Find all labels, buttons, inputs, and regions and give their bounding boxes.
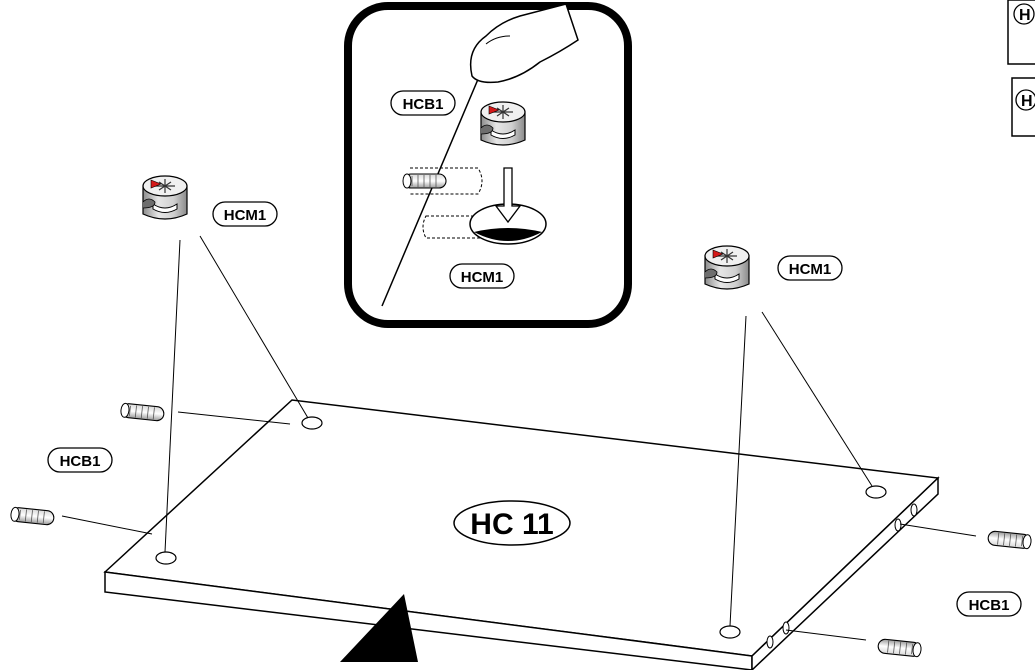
svg-text:HCB1: HCB1: [403, 96, 444, 113]
svg-text:HCM1: HCM1: [224, 207, 267, 224]
detail-inset: HCB1 HCM1: [344, 2, 632, 328]
label-hcb1-right: HCB1: [956, 591, 1022, 617]
svg-text:HC 11: HC 11: [470, 508, 553, 541]
dowel-icon: [986, 530, 1033, 550]
svg-text:HCB1: HCB1: [969, 597, 1010, 614]
dowel-icon: [876, 638, 923, 658]
label-hcm1-left: HCM1: [212, 201, 278, 227]
svg-text:HCM1: HCM1: [461, 269, 504, 286]
corner-box-bottom: H: [1011, 77, 1035, 137]
corner-box-top: H: [1007, 0, 1035, 65]
dowel-icon: [9, 506, 56, 526]
leader-lines: [61, 235, 977, 641]
svg-text:H: H: [1021, 93, 1033, 110]
cam-lock-icon: [704, 245, 750, 290]
label-hcm1-right: HCM1: [777, 255, 843, 281]
svg-text:H: H: [1019, 7, 1031, 24]
finger-icon: [469, 3, 579, 84]
cam-lock-icon: [142, 175, 188, 220]
svg-text:HCB1: HCB1: [60, 453, 101, 470]
panel-label: HC 11: [453, 500, 571, 546]
label-hcb1-left: HCB1: [47, 447, 113, 473]
dowel-icon: [119, 402, 166, 422]
svg-text:HCM1: HCM1: [789, 261, 832, 278]
direction-arrow-icon: [340, 594, 418, 662]
